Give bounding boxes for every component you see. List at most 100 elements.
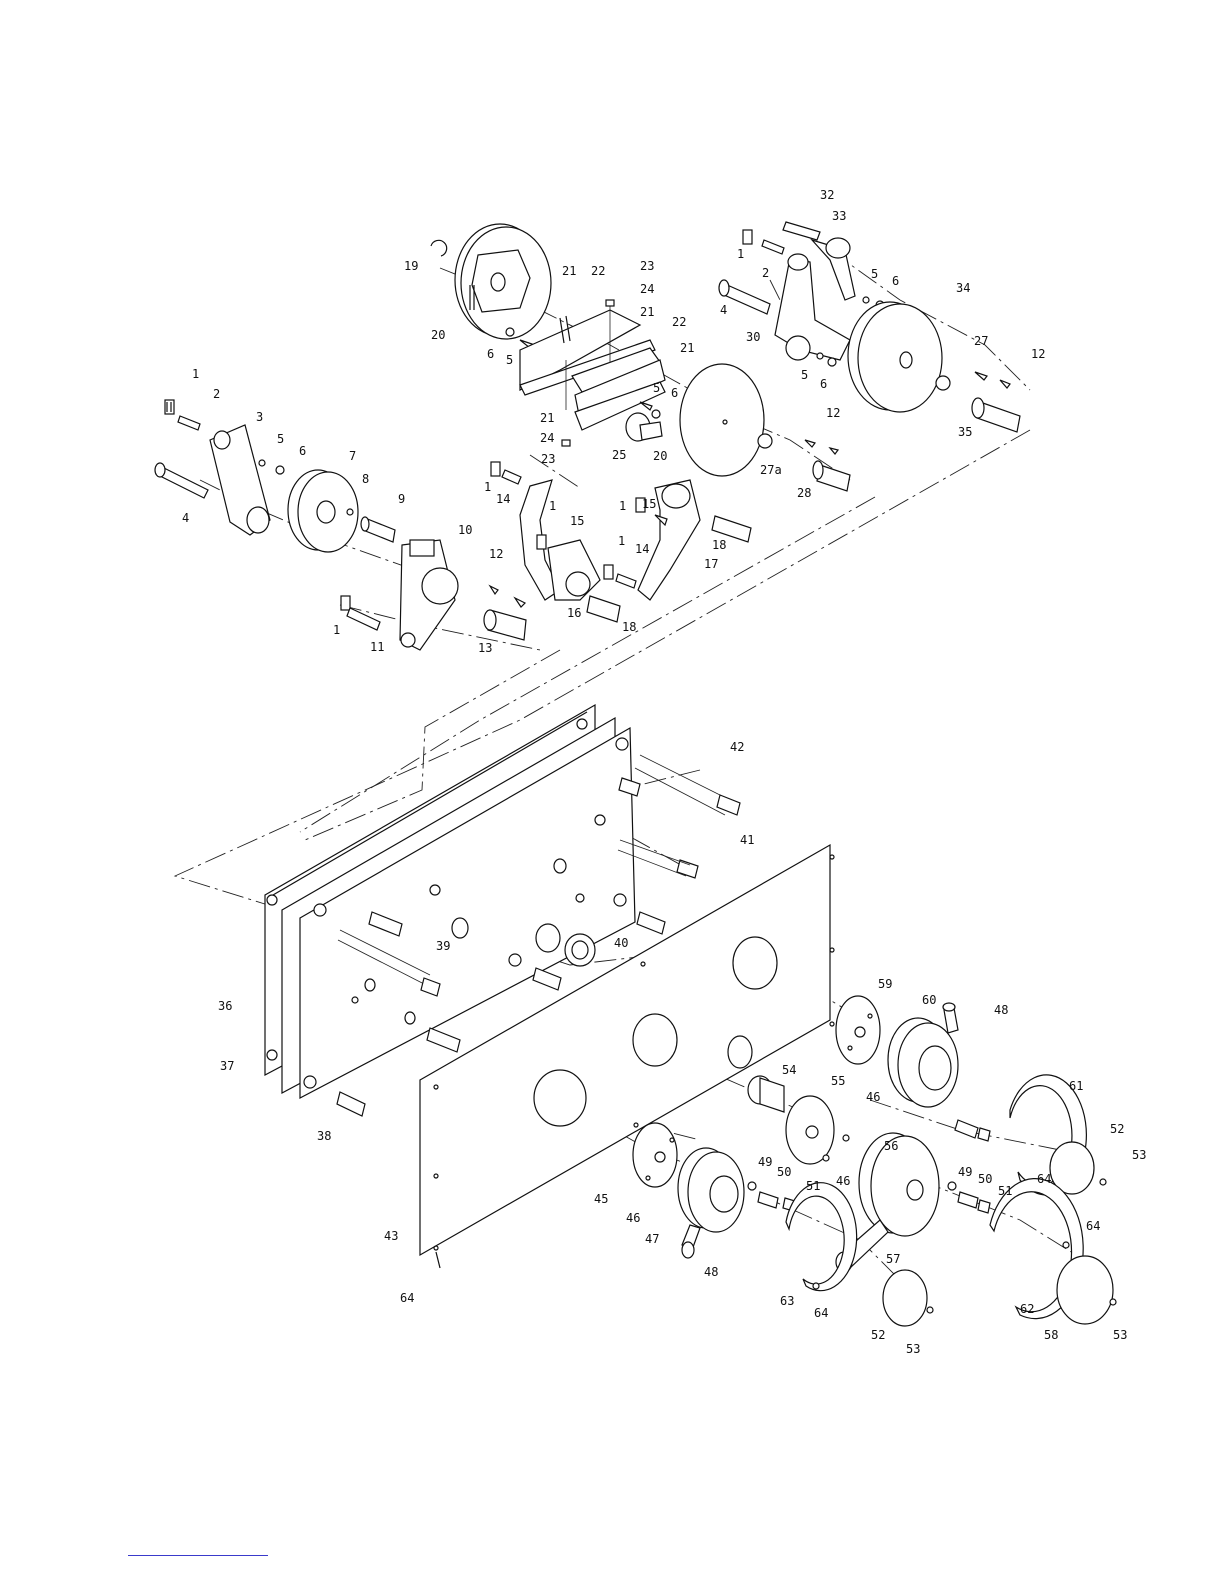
part-callout-23: 23 xyxy=(541,452,555,466)
part-callout-46: 46 xyxy=(836,1174,850,1188)
part-callout-20: 20 xyxy=(431,328,445,342)
lever-group-right xyxy=(719,222,1020,432)
part-callout-55: 55 xyxy=(831,1074,845,1088)
part-callout-5: 5 xyxy=(801,368,808,382)
part-callout-20: 20 xyxy=(653,449,667,463)
part-callout-45: 45 xyxy=(594,1192,608,1206)
part-callout-21: 21 xyxy=(640,305,654,319)
part-callout-22: 22 xyxy=(672,315,686,329)
part-callout-1: 1 xyxy=(549,499,556,513)
part-callout-7: 7 xyxy=(349,449,356,463)
part-callout-9: 9 xyxy=(398,492,405,506)
part-callout-17: 17 xyxy=(704,557,718,571)
part-callout-5: 5 xyxy=(871,267,878,281)
part-callout-62: 62 xyxy=(1020,1302,1034,1316)
part-callout-5: 5 xyxy=(277,432,284,446)
part-callout-63: 63 xyxy=(780,1294,794,1308)
part-callout-34: 34 xyxy=(956,281,970,295)
part-callout-13: 13 xyxy=(478,641,492,655)
part-callout-21: 21 xyxy=(540,411,554,425)
part-callout-43: 43 xyxy=(384,1229,398,1243)
part-callout-42: 42 xyxy=(730,740,744,754)
part-callout-6: 6 xyxy=(671,386,678,400)
part-callout-4: 4 xyxy=(720,303,727,317)
part-callout-10: 10 xyxy=(458,523,472,537)
housing-plates xyxy=(265,705,834,1255)
part-callout-33: 33 xyxy=(832,209,846,223)
part-callout-1: 1 xyxy=(192,367,199,381)
part-callout-1: 1 xyxy=(737,247,744,261)
part-callout-28: 28 xyxy=(797,486,811,500)
part-callout-5: 5 xyxy=(506,353,513,367)
part-callout-61: 61 xyxy=(1069,1079,1083,1093)
part-callout-64: 64 xyxy=(814,1306,828,1320)
part-callout-39: 39 xyxy=(436,939,450,953)
part-callout-40: 40 xyxy=(614,936,628,950)
part-callout-6: 6 xyxy=(299,444,306,458)
part-callout-41: 41 xyxy=(740,833,754,847)
part-callout-1: 1 xyxy=(619,499,626,513)
part-callout-6: 6 xyxy=(487,347,494,361)
part-callout-46: 46 xyxy=(866,1090,880,1104)
part-callout-50: 50 xyxy=(777,1165,791,1179)
part-callout-18: 18 xyxy=(622,620,636,634)
part-callout-1: 1 xyxy=(618,534,625,548)
part-callout-12: 12 xyxy=(489,547,503,561)
part-callout-21: 21 xyxy=(680,341,694,355)
part-callout-52: 52 xyxy=(1110,1122,1124,1136)
part-callout-27a: 27a xyxy=(760,463,782,477)
part-callout-47: 47 xyxy=(645,1232,659,1246)
part-callout-15: 15 xyxy=(642,497,656,511)
part-callout-23: 23 xyxy=(640,259,654,273)
part-callout-59: 59 xyxy=(878,977,892,991)
part-callout-48: 48 xyxy=(994,1003,1008,1017)
part-callout-3: 3 xyxy=(256,410,263,424)
part-callout-2: 2 xyxy=(762,266,769,280)
part-callout-57: 57 xyxy=(886,1252,900,1266)
part-callout-36: 36 xyxy=(218,999,232,1013)
part-callout-6: 6 xyxy=(892,274,899,288)
part-callout-32: 32 xyxy=(820,188,834,202)
part-callout-11: 11 xyxy=(370,640,384,654)
part-callout-54: 54 xyxy=(782,1063,796,1077)
part-callout-50: 50 xyxy=(978,1172,992,1186)
part-callout-14: 14 xyxy=(635,542,649,556)
part-callout-14: 14 xyxy=(496,492,510,506)
footer-link-underline[interactable] xyxy=(128,1555,268,1556)
part-callout-24: 24 xyxy=(540,431,554,445)
part-callout-16: 16 xyxy=(567,606,581,620)
part-callout-53: 53 xyxy=(906,1342,920,1356)
part-callout-1: 1 xyxy=(333,623,340,637)
part-callout-25: 25 xyxy=(612,448,626,462)
part-callout-53: 53 xyxy=(1113,1328,1127,1342)
part-callout-37: 37 xyxy=(220,1059,234,1073)
part-callout-56: 56 xyxy=(884,1139,898,1153)
part-callout-4: 4 xyxy=(182,511,189,525)
part-callout-19: 19 xyxy=(404,259,418,273)
part-callout-53: 53 xyxy=(1132,1148,1146,1162)
part-callout-30: 30 xyxy=(746,330,760,344)
part-callout-15: 15 xyxy=(570,514,584,528)
part-callout-18: 18 xyxy=(712,538,726,552)
part-callout-2: 2 xyxy=(213,387,220,401)
part-callout-46: 46 xyxy=(626,1211,640,1225)
part-callout-52: 52 xyxy=(871,1328,885,1342)
part-callout-51: 51 xyxy=(998,1184,1012,1198)
part-callout-27: 27 xyxy=(974,334,988,348)
part-callout-35: 35 xyxy=(958,425,972,439)
part-callout-49: 49 xyxy=(758,1155,772,1169)
part-callout-1: 1 xyxy=(484,480,491,494)
part-callout-38: 38 xyxy=(317,1129,331,1143)
part-callout-24: 24 xyxy=(640,282,654,296)
part-callout-64: 64 xyxy=(1037,1172,1051,1186)
part-callout-6: 6 xyxy=(820,377,827,391)
part-callout-51: 51 xyxy=(806,1179,820,1193)
part-callout-60: 60 xyxy=(922,993,936,1007)
part-callout-48: 48 xyxy=(704,1265,718,1279)
part-callout-58: 58 xyxy=(1044,1328,1058,1342)
part-callout-12: 12 xyxy=(1031,347,1045,361)
part-callout-5: 5 xyxy=(653,381,660,395)
part-callout-22: 22 xyxy=(591,264,605,278)
